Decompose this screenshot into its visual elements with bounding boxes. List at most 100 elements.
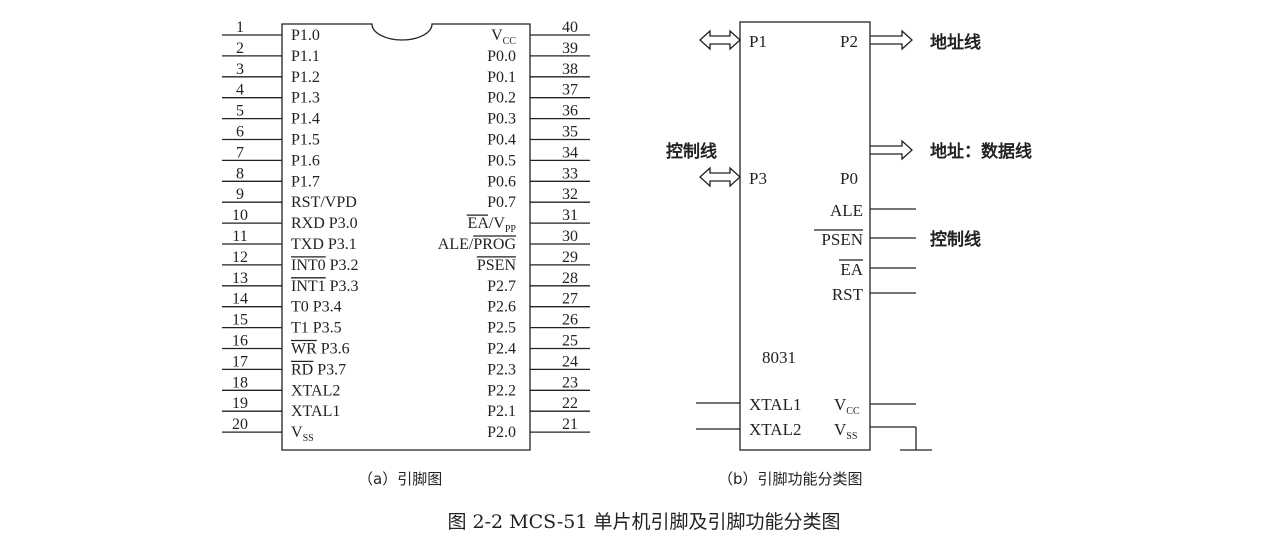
- p0-label: P0: [840, 169, 858, 188]
- ale-label: ALE: [830, 201, 863, 220]
- right-pin-name: P0.7: [487, 194, 516, 211]
- right-pin-number: 28: [562, 270, 578, 287]
- right-pin-name: P0.2: [487, 90, 516, 107]
- left-pin-number: 17: [232, 353, 248, 370]
- left-pin-number: 1: [236, 19, 244, 36]
- addr-data-line-label: 地址：数据线: [930, 141, 1032, 162]
- ea-label: EA: [840, 260, 863, 279]
- left-pin-number: 12: [232, 249, 248, 266]
- left-pin-name: T1 P3.5: [291, 320, 342, 337]
- left-pin-number: 19: [232, 395, 248, 412]
- xtal2-label: XTAL2: [749, 420, 801, 439]
- left-pin-name: P1.6: [291, 152, 320, 169]
- left-pin-name: INT1 P3.3: [291, 278, 359, 295]
- right-pin-name: EA/VPP: [468, 215, 517, 235]
- left-pin-name: RST/VPD: [291, 194, 357, 211]
- control-line-right-label: 控制线: [930, 229, 981, 250]
- chip-b-body: [739, 21, 871, 451]
- right-pin-name: P0.6: [487, 173, 516, 190]
- right-pin-number: 23: [562, 374, 578, 391]
- left-pin-name: XTAL1: [291, 403, 340, 420]
- p1-label: P1: [749, 32, 767, 51]
- left-pin-name: P1.4: [291, 111, 320, 128]
- right-pin-number: 21: [562, 416, 578, 433]
- right-pin-number: 32: [562, 186, 578, 203]
- right-pin-number: 25: [562, 333, 578, 350]
- chip-a-body: [281, 23, 531, 451]
- left-pin-number: 2: [236, 40, 244, 57]
- right-pin-number: 33: [562, 165, 578, 182]
- left-pin-number: 14: [232, 291, 248, 308]
- right-pin-number: 27: [562, 291, 578, 308]
- left-pin-name: P1.3: [291, 90, 320, 107]
- right-pin-name: ALE/PROG: [438, 236, 517, 253]
- left-pin-name: P1.1: [291, 48, 320, 65]
- left-pin-name: INT0 P3.2: [291, 257, 359, 274]
- left-pin-number: 4: [236, 82, 244, 99]
- left-pin-name: TXD P3.1: [291, 236, 357, 253]
- left-pin-name: VSS: [291, 424, 314, 444]
- right-pin-number: 29: [562, 249, 578, 266]
- right-pin-name: P2.0: [487, 424, 516, 441]
- right-pin-name: P0.5: [487, 152, 516, 169]
- right-pin-number: 35: [562, 124, 578, 141]
- left-pin-name: P1.7: [291, 173, 320, 190]
- right-pin-number: 22: [562, 395, 578, 412]
- left-pin-number: 9: [236, 186, 244, 203]
- right-pin-name: P0.1: [487, 69, 516, 86]
- right-pin-number: 26: [562, 312, 578, 329]
- address-line-label: 地址线: [930, 32, 981, 53]
- control-line-left-label: 控制线: [666, 141, 717, 162]
- left-pin-number: 3: [236, 61, 244, 78]
- caption-b: （b）引脚功能分类图: [718, 470, 863, 488]
- p3-label: P3: [749, 169, 767, 188]
- right-pin-name: P0.4: [487, 132, 516, 149]
- p3-double-arrow: [699, 166, 741, 188]
- left-pin-number: 18: [232, 374, 248, 391]
- left-pin-name: T0 P3.4: [291, 299, 342, 316]
- left-pin-name: P1.2: [291, 69, 320, 86]
- left-pin-number: 13: [232, 270, 248, 287]
- rst-label: RST: [832, 285, 864, 304]
- right-pin-number: 31: [562, 207, 578, 224]
- right-pin-number: 34: [562, 144, 578, 161]
- left-pin-number: 11: [232, 228, 247, 245]
- model-label: 8031: [762, 348, 796, 367]
- left-pin-number: 7: [236, 144, 244, 161]
- right-pin-number: 38: [562, 61, 578, 78]
- right-pin-number: 30: [562, 228, 578, 245]
- left-pin-number: 6: [236, 124, 244, 141]
- p2-arrow: [870, 29, 913, 51]
- psen-label: PSEN: [821, 230, 863, 249]
- right-pin-name: P2.5: [487, 320, 516, 337]
- left-pin-name: WR P3.6: [291, 341, 350, 358]
- left-pin-name: RXD P3.0: [291, 215, 358, 232]
- left-pin-number: 20: [232, 416, 248, 433]
- left-pin-name: RD P3.7: [291, 361, 346, 378]
- figure-caption: 图 2-2 MCS-51 单片机引脚及引脚功能分类图: [447, 511, 840, 533]
- right-pin-number: 24: [562, 353, 578, 370]
- p1-double-arrow: [699, 29, 741, 51]
- left-pin-name: P1.5: [291, 132, 320, 149]
- right-pin-number: 36: [562, 103, 578, 120]
- right-pin-name: P2.2: [487, 382, 516, 399]
- left-pin-name: P1.0: [291, 27, 320, 44]
- right-pin-name: P2.1: [487, 403, 516, 420]
- left-pin-name: XTAL2: [291, 382, 340, 399]
- right-pin-number: 39: [562, 40, 578, 57]
- chip-b-classification: P1 P2 P3 P0 ALE PSEN EA RST 8031 XTAL1 X…: [666, 21, 1032, 488]
- right-pin-name: P2.6: [487, 299, 516, 316]
- right-pin-name: P0.0: [487, 48, 516, 65]
- right-pin-name: P2.7: [487, 278, 516, 295]
- left-pin-number: 10: [232, 207, 248, 224]
- right-pin-number: 37: [562, 82, 578, 99]
- right-pin-name: P0.3: [487, 111, 516, 128]
- right-pin-name: VCC: [491, 27, 516, 47]
- left-pin-number: 8: [236, 165, 244, 182]
- left-pin-number: 16: [232, 333, 248, 350]
- xtal1-label: XTAL1: [749, 395, 801, 414]
- right-pin-name: PSEN: [477, 257, 517, 274]
- left-pin-number: 15: [232, 312, 248, 329]
